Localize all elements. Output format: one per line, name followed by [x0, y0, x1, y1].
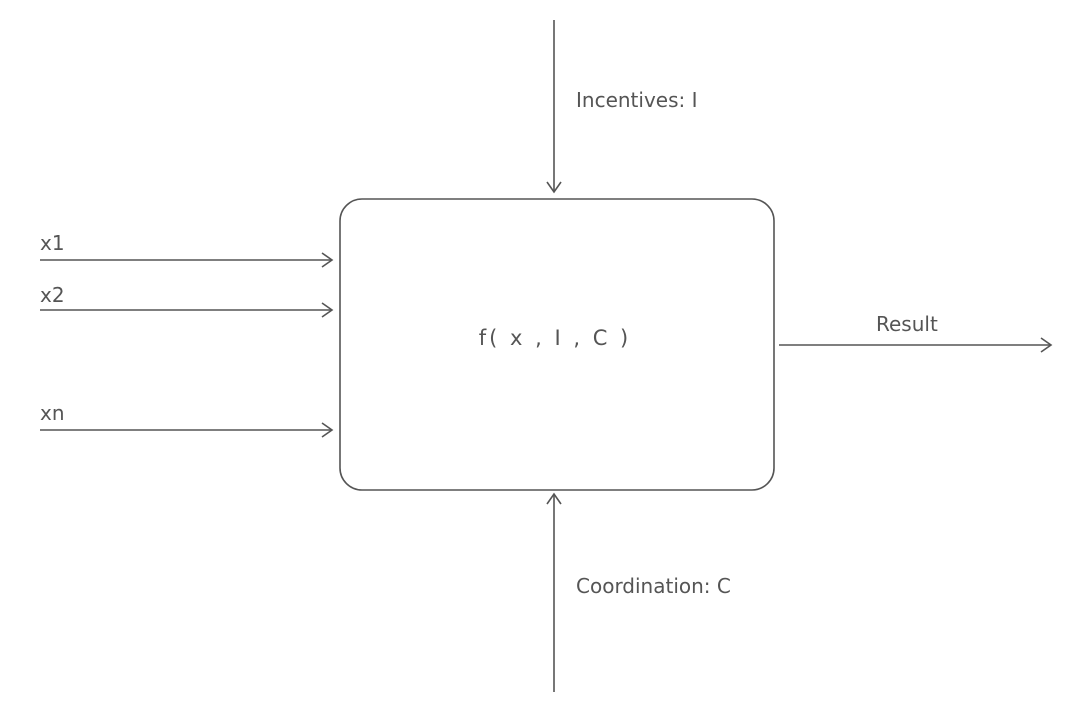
input-arrow-x1	[40, 252, 334, 268]
output-arrow	[779, 337, 1053, 353]
coordination-label: Coordination: C	[576, 574, 731, 598]
function-box	[339, 198, 775, 491]
function-label: f( x , I , C )	[479, 326, 631, 350]
output-label: Result	[876, 312, 938, 336]
incentives-label: Incentives: I	[576, 88, 698, 112]
coordination-arrow	[546, 492, 562, 692]
incentives-arrow	[546, 20, 562, 194]
input-label-x2: x2	[40, 283, 65, 307]
input-arrow-x2	[40, 302, 334, 318]
input-label-x1: x1	[40, 231, 65, 255]
input-label-xn: xn	[40, 401, 65, 425]
input-arrow-xn	[40, 422, 334, 438]
